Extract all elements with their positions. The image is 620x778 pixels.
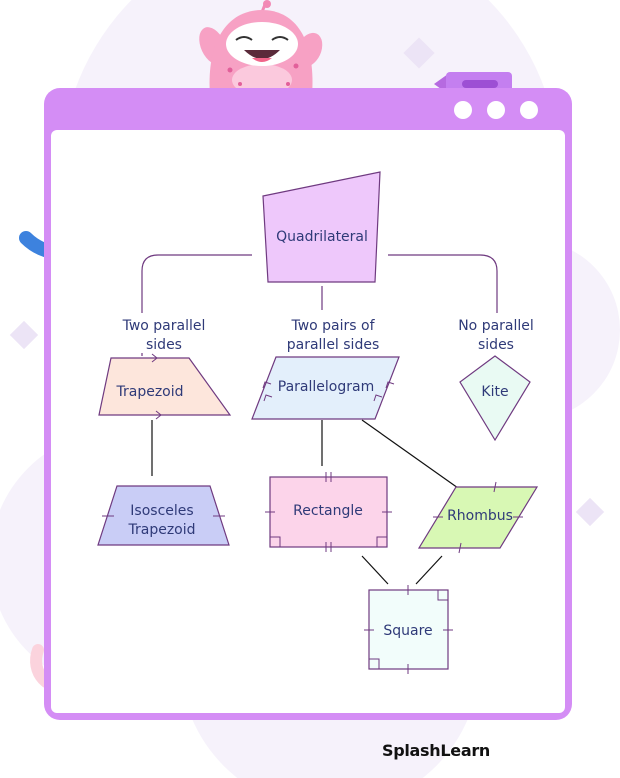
edge-rhombus-square — [415, 555, 443, 585]
diamond-icon — [403, 37, 435, 69]
window-dot-icon — [487, 101, 505, 119]
rhombus-label: Rhombus — [447, 508, 513, 524]
isosceles-trapezoid-label-line1: Isosceles — [130, 503, 194, 519]
connectors — [141, 254, 498, 356]
window-dot-icon — [520, 101, 538, 119]
quadrilateral-label: Quadrilateral — [276, 229, 368, 245]
edge-label-no-parallel-line1: No parallel — [458, 318, 534, 334]
diamond-icon — [575, 497, 605, 527]
edge-label-two-parallel-line2: sides — [146, 337, 182, 353]
connectors-lower — [151, 419, 459, 585]
isosceles-trapezoid-label-line2: Trapezoid — [128, 522, 196, 538]
square-label: Square — [383, 623, 433, 639]
edge-label-two-parallel-line1: Two parallel — [122, 318, 206, 334]
rectangle-shape — [265, 472, 392, 552]
edge-quadrilateral-kite — [388, 254, 498, 313]
isosceles-trapezoid-shape — [97, 485, 230, 546]
square-shape — [364, 585, 453, 674]
brand-logo: SplashLearn — [382, 741, 490, 760]
diamond-icon — [9, 320, 39, 350]
rectangle-label: Rectangle — [293, 503, 363, 519]
edge-label-two-pairs-line1: Two pairs of — [291, 318, 375, 334]
edge-parallelogram-rhombus — [361, 419, 459, 489]
parallelogram-label: Parallelogram — [277, 379, 375, 395]
edge-label-two-parallel: Two parallel sides — [104, 317, 224, 355]
kite-label: Kite — [481, 384, 509, 400]
edge-label-two-pairs: Two pairs of parallel sides — [268, 317, 398, 355]
window-dot-icon — [454, 101, 472, 119]
edge-rectangle-square — [361, 555, 389, 585]
trapezoid-label: Trapezoid — [116, 384, 184, 400]
parallelogram-shape — [251, 356, 400, 420]
kite-shape — [459, 355, 531, 442]
trapezoid-shape — [98, 353, 232, 420]
quadrilateral-shape — [262, 171, 381, 283]
edge-label-no-parallel: No parallel sides — [436, 317, 556, 355]
edge-label-two-pairs-line2: parallel sides — [286, 337, 380, 353]
edge-quadrilateral-trapezoid — [141, 254, 252, 313]
rhombus-shape — [417, 481, 539, 554]
edge-label-no-parallel-line2: sides — [478, 337, 514, 353]
